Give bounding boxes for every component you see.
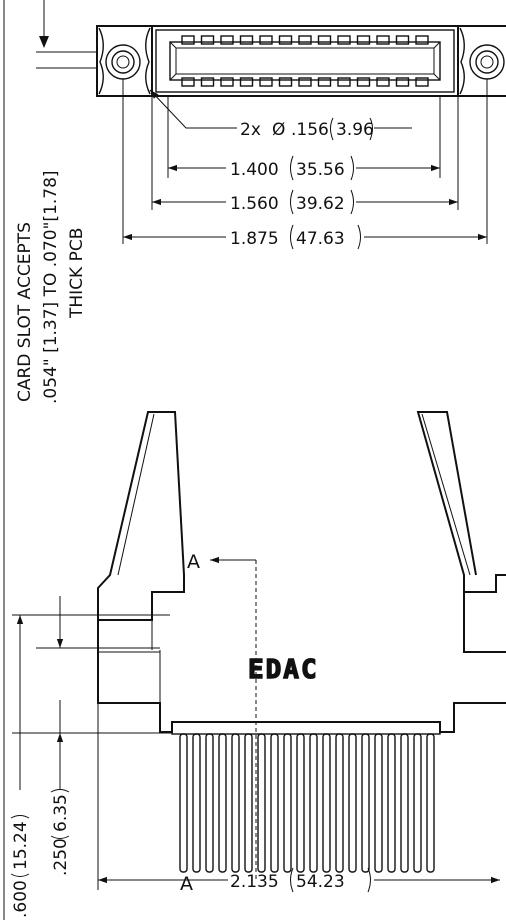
- connector-pin: [244, 733, 253, 873]
- contact-bottom: [337, 77, 351, 87]
- edac-logo: EDAC: [247, 654, 319, 685]
- dim-1875-value: 1.875: [230, 229, 279, 249]
- contact-bottom: [259, 77, 273, 87]
- connector-pin: [283, 733, 292, 873]
- dimension-vertical-lines: [12, 596, 172, 790]
- note-line-3: THICK PCB: [67, 228, 87, 319]
- connector-pin: [322, 733, 331, 873]
- contact-top: [376, 35, 390, 45]
- contact-bottom: [220, 77, 234, 87]
- contact-top: [356, 35, 371, 45]
- pcb-thickness-note: CARD SLOT ACCEPTS .054" [1.37] TO .070"[…: [3, 0, 87, 920]
- contact-bottom: [278, 77, 293, 87]
- left-mounting-flange: [96, 25, 153, 97]
- dim-1875-metric: 47.63: [296, 229, 345, 249]
- contact-top: [200, 35, 215, 45]
- contact-bottom: [200, 77, 215, 87]
- contact-bottom: [298, 77, 312, 87]
- contact-bottom: [317, 77, 332, 87]
- dimension-1560: 1.560 39.62: [152, 189, 458, 215]
- connector-pin: [309, 733, 318, 873]
- contact-bottom: [239, 77, 254, 87]
- contact-top: [278, 35, 293, 45]
- contact-top: [239, 35, 254, 45]
- dimension-1400: 1.400 35.56: [168, 155, 440, 181]
- contact-top: [259, 35, 273, 45]
- dim-2135-metric: 54.23: [296, 872, 345, 892]
- contact-bottom: [356, 77, 371, 87]
- connector-pin: [179, 733, 188, 873]
- dim-250-value: .250: [51, 838, 71, 876]
- contact-top: [395, 35, 410, 45]
- right-mounting-flange: [458, 25, 506, 97]
- hole-callout: 2x Ø .156 3.96: [149, 89, 412, 141]
- dimension-2135: 2.135 54.23: [97, 703, 500, 893]
- connector-pin: [296, 733, 305, 873]
- contact-bottom: [415, 77, 429, 87]
- dim-2135-value: 2.135: [230, 872, 279, 892]
- connector-pin: [218, 733, 227, 873]
- dim-250-metric: 6.35: [51, 794, 71, 832]
- connector-pin: [413, 733, 422, 873]
- contact-bottom: [181, 77, 195, 87]
- section-marker: A A: [180, 551, 257, 895]
- dim-600-metric: 15.24: [11, 821, 31, 870]
- contact-top: [298, 35, 312, 45]
- section-label-top: A: [187, 551, 200, 573]
- logo-text: EDAC: [248, 655, 319, 685]
- hole-value: .156: [291, 120, 329, 140]
- note-line-1: CARD SLOT ACCEPTS: [15, 222, 35, 402]
- connector-pin: [426, 733, 435, 873]
- contact-top: [220, 35, 234, 45]
- front-view: EDAC A A .600 15.24 .250: [10, 411, 506, 918]
- dim-1560-metric: 39.62: [296, 194, 345, 214]
- pin-row: [179, 733, 435, 873]
- dim-1400-metric: 35.56: [296, 160, 345, 180]
- section-label-bottom: A: [180, 873, 193, 895]
- hole-prefix: 2x: [240, 120, 261, 140]
- connector-pin: [400, 733, 409, 873]
- contact-row: [181, 35, 429, 87]
- connector-pin: [348, 733, 357, 873]
- connector-pin: [387, 733, 396, 873]
- connector-pin: [361, 733, 370, 873]
- connector-pin: [270, 733, 279, 873]
- dim-1400-value: 1.400: [230, 160, 279, 180]
- diameter-symbol: Ø: [272, 120, 285, 140]
- contact-bottom: [376, 77, 390, 87]
- contact-top: [337, 35, 351, 45]
- contact-top: [317, 35, 332, 45]
- note-line-2: .054" [1.37] TO .070"[1.78]: [41, 170, 61, 404]
- contact-top: [415, 35, 429, 45]
- connector-pin: [335, 733, 344, 873]
- top-view: 2x Ø .156 3.96 1.400 35.56 1.560 39.62: [36, 0, 506, 250]
- hole-metric: 3.96: [336, 120, 374, 140]
- connector-pin: [205, 733, 214, 873]
- connector-pin: [257, 733, 266, 873]
- connector-pin: [192, 733, 201, 873]
- connector-pin: [231, 733, 240, 873]
- dim-600-value: .600: [11, 880, 31, 918]
- dim-1560-value: 1.560: [230, 194, 279, 214]
- connector-pin: [374, 733, 383, 873]
- contact-top: [181, 35, 195, 45]
- contact-bottom: [395, 77, 410, 87]
- dimension-1875: 1.875 47.63: [123, 224, 487, 250]
- connector-top-body: [152, 25, 459, 97]
